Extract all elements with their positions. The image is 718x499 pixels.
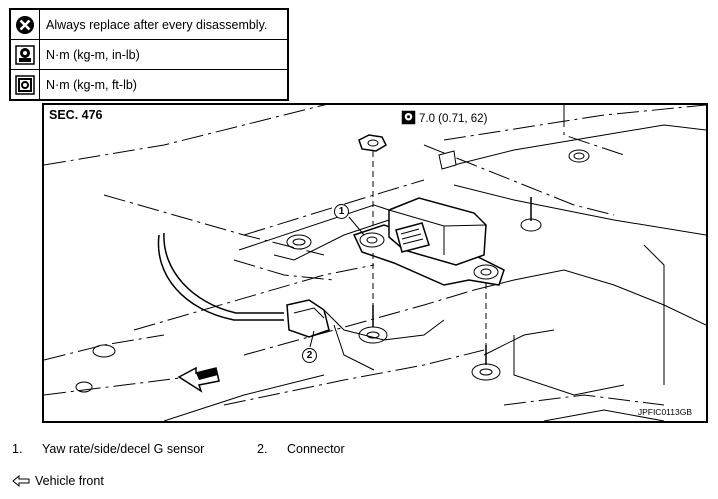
part-name: Connector (287, 442, 345, 456)
torque-spec: 7.0 (0.71, 62) (401, 110, 487, 128)
replace-after-disassembly-icon (11, 10, 40, 39)
exploded-view-figure: SEC. 476 7.0 (0.71, 62) 1 2 JPFIC0113GB (42, 103, 708, 423)
section-number: SEC. 476 (49, 108, 103, 122)
vehicle-front-arrow-icon (12, 475, 30, 487)
sensor-installation-illustration (44, 105, 706, 421)
symbol-legend: Always replace after every disassembly. … (9, 8, 289, 101)
legend-text-replace: Always replace after every disassembly. (46, 17, 268, 32)
figure-code: JPFIC0113GB (637, 407, 692, 417)
parts-list: 1. Yaw rate/side/decel G sensor 2. Conne… (12, 442, 345, 456)
vehicle-front-arrow (177, 366, 220, 393)
part-name: Yaw rate/side/decel G sensor (42, 442, 205, 456)
part-item: 2. Connector (257, 442, 345, 456)
legend-text-ft-lb: N·m (kg-m, ft-lb) (46, 77, 137, 92)
torque-value: 7.0 (0.71, 62) (419, 113, 488, 125)
legend-row-ft-lb: N·m (kg-m, ft-lb) (11, 70, 287, 99)
vehicle-front-label: Vehicle front (35, 474, 104, 488)
callout-1: 1 (334, 204, 349, 219)
callout-2: 2 (302, 348, 317, 363)
vehicle-front-note: Vehicle front (12, 474, 104, 488)
torque-wrench-ft-lb-icon (11, 70, 40, 99)
torque-wrench-ft-lb-icon (401, 110, 416, 128)
legend-row-in-lb: N·m (kg-m, in-lb) (11, 40, 287, 70)
part-number: 2. (257, 442, 268, 456)
part-item: 1. Yaw rate/side/decel G sensor (12, 442, 257, 456)
legend-row-replace: Always replace after every disassembly. (11, 10, 287, 40)
torque-wrench-in-lb-icon (11, 40, 40, 69)
part-number: 1. (12, 442, 23, 456)
legend-text-in-lb: N·m (kg-m, in-lb) (46, 47, 140, 62)
